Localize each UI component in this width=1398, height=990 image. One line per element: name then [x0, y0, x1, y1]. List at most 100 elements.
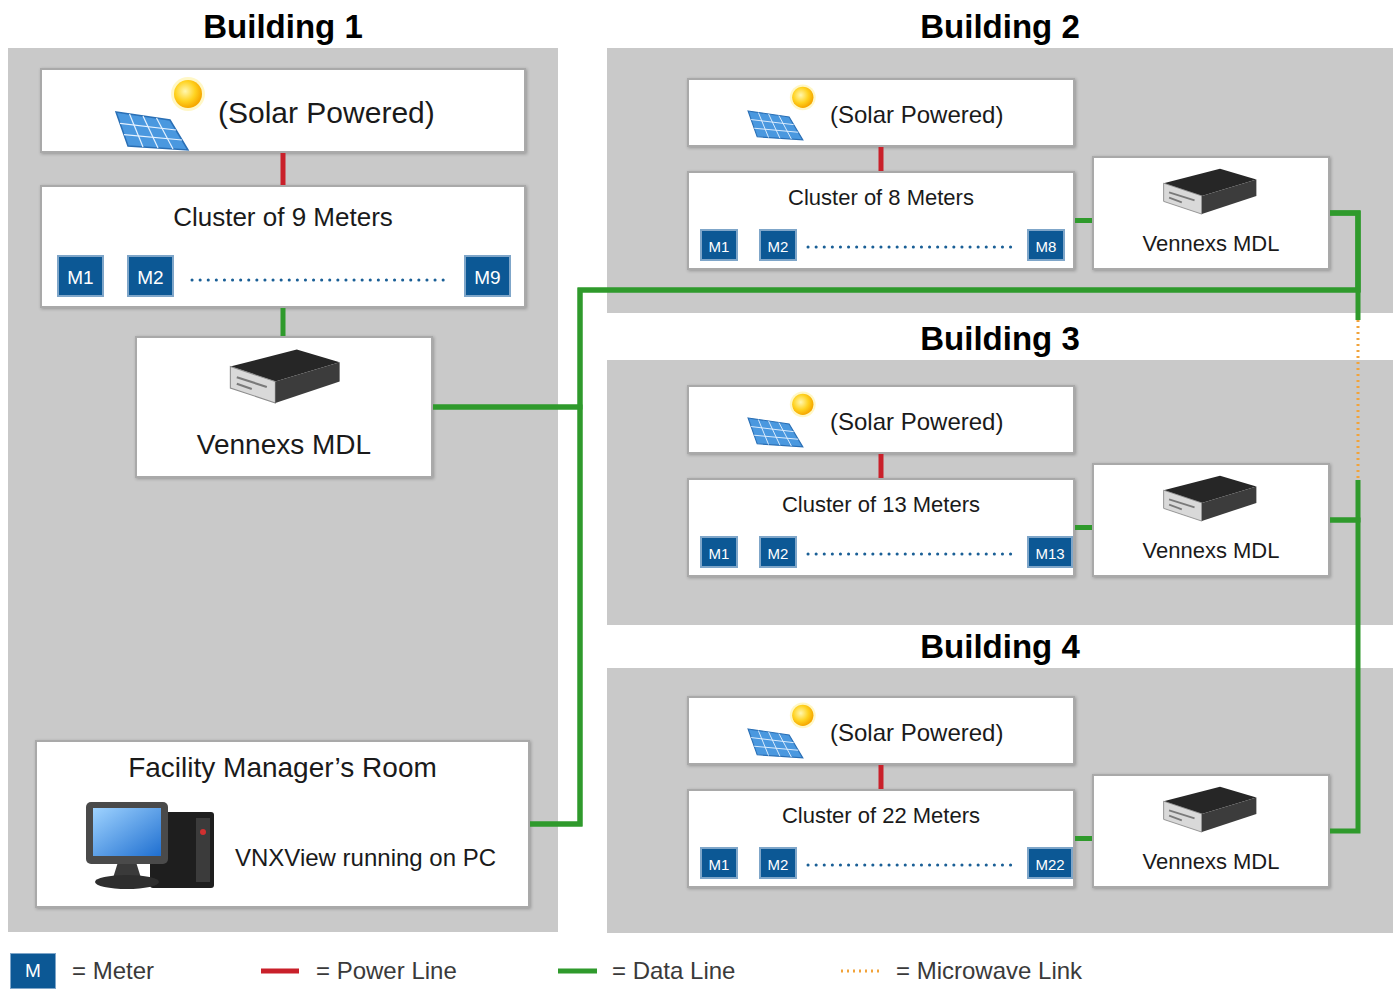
line-segment	[1075, 525, 1092, 530]
device-label: Vennexs MDL	[1143, 538, 1280, 563]
cluster-title: Cluster of 13 Meters	[782, 492, 980, 517]
data-logger-box: Vennexs MDL	[135, 336, 433, 478]
pc-tower-front	[196, 818, 210, 882]
text-slot: M1	[702, 856, 736, 874]
meter-label: M2	[768, 856, 789, 873]
meter-ellipsis-line	[808, 864, 1012, 867]
building-title: Building 3	[920, 320, 1080, 358]
microwave-data-link	[1330, 213, 1358, 520]
meter-box: M22	[1027, 847, 1073, 879]
text-slot: (Solar Powered)	[830, 101, 1003, 129]
meter-box: M1	[700, 536, 738, 568]
legend-line-sample	[260, 963, 300, 979]
data-line	[433, 407, 580, 824]
solar-icon	[116, 77, 205, 150]
power-line	[881, 765, 882, 789]
line-segment	[433, 407, 580, 824]
pc-tower	[150, 812, 214, 888]
legend-text: = Meter	[72, 957, 154, 985]
text-slot: = Power Line	[316, 957, 457, 985]
text-slot: Building 4	[607, 628, 1393, 666]
monitor-screen	[93, 808, 161, 856]
logger-icons	[230, 169, 1256, 832]
solar-box: (Solar Powered)	[40, 68, 526, 153]
text-slot: Building 3	[607, 320, 1393, 358]
data-line	[530, 213, 1358, 824]
power-source-label: (Solar Powered)	[218, 95, 435, 130]
data-logger-box: Vennexs MDL	[1092, 156, 1330, 270]
device-label: Vennexs MDL	[197, 429, 371, 461]
legend-meter-symbol: M	[25, 960, 41, 982]
line-segment	[1330, 520, 1358, 831]
text-slot: M1	[702, 238, 736, 256]
power-line	[283, 153, 284, 185]
microwave-segment	[1357, 320, 1360, 480]
data-line	[1330, 520, 1358, 831]
legend-line-sample	[840, 963, 882, 979]
cluster-title: Cluster of 8 Meters	[788, 185, 974, 210]
building-panel: Building 2(Solar Powered)Cluster of 8 Me…	[607, 0, 1393, 313]
line-segment	[1075, 218, 1092, 223]
monitor-frame	[86, 802, 168, 864]
meter-ellipsis-line	[808, 553, 1012, 556]
text-slot: Building 1	[8, 8, 558, 46]
text-slot: M2	[761, 545, 795, 563]
solar-icon	[748, 391, 816, 446]
building-panel: Building 1 (Solar Powered) Cluster of 9 Me…	[8, 0, 558, 932]
line-segment	[879, 765, 884, 789]
text-slot: (Solar Powered)	[830, 719, 1003, 747]
text-slot: = Microwave Link	[896, 957, 1082, 985]
text-slot: M2	[761, 856, 795, 874]
text-slot: Cluster of 22 Meters	[689, 803, 1073, 828]
monitor-base	[95, 875, 159, 889]
text-slot: (Solar Powered)	[218, 95, 435, 130]
meter-label: M2	[768, 238, 789, 255]
data-line	[1075, 838, 1092, 839]
meter-cluster: Cluster of 9 MetersM1M2M9	[40, 185, 526, 308]
line-segment	[281, 153, 286, 185]
line-segment	[530, 213, 1358, 824]
logger-icon	[1164, 476, 1257, 521]
legend-line	[261, 969, 299, 974]
solar-box: (Solar Powered)	[687, 696, 1075, 765]
line-segment	[1075, 836, 1092, 841]
text-slot: Vennexs MDL	[1094, 538, 1328, 563]
data-logger-box: Vennexs MDL	[1092, 774, 1330, 888]
cluster-title: Cluster of 22 Meters	[782, 803, 980, 828]
meter-cluster: Cluster of 22 MetersM1 M2 M22	[687, 789, 1075, 888]
building-panel: Building 4 (Solar Powered) Cluster of 22 M…	[607, 620, 1393, 933]
meter-label: M13	[1035, 545, 1064, 562]
legend-text: = Microwave Link	[896, 957, 1082, 985]
text-slot: Cluster of 8 Meters	[689, 185, 1073, 210]
meter-box: M1	[700, 847, 738, 879]
text-slot: M1	[702, 545, 736, 563]
solar-box: (Solar Powered)	[687, 78, 1075, 147]
power-line	[881, 147, 882, 171]
room-title: Facility Manager’s Room	[128, 752, 437, 784]
data-line	[1075, 527, 1092, 528]
meter-label: M1	[709, 856, 730, 873]
text-slot: Cluster of 13 Meters	[689, 492, 1073, 517]
cluster-title: Cluster of 9 Meters	[173, 203, 393, 233]
data-line	[1075, 220, 1092, 221]
monitor-stand	[113, 862, 141, 878]
building-panel: Building 3(Solar Powered)Cluster of 13 M…	[607, 312, 1393, 625]
data-line	[433, 213, 1358, 407]
text-slot: M	[25, 960, 41, 982]
line-segment	[879, 147, 884, 171]
power-source-label: (Solar Powered)	[830, 719, 1003, 747]
meter-box: M1	[700, 229, 738, 261]
text-slot: M2	[761, 238, 795, 256]
meter-label: M1	[709, 238, 730, 255]
line-segment	[1330, 213, 1358, 320]
meter-box: M13	[1027, 536, 1073, 568]
text-slot: Facility Manager’s Room	[37, 752, 528, 784]
text-slot: M9	[466, 267, 509, 289]
text-slot: M2	[129, 267, 172, 289]
meter-ellipsis	[192, 247, 1012, 865]
